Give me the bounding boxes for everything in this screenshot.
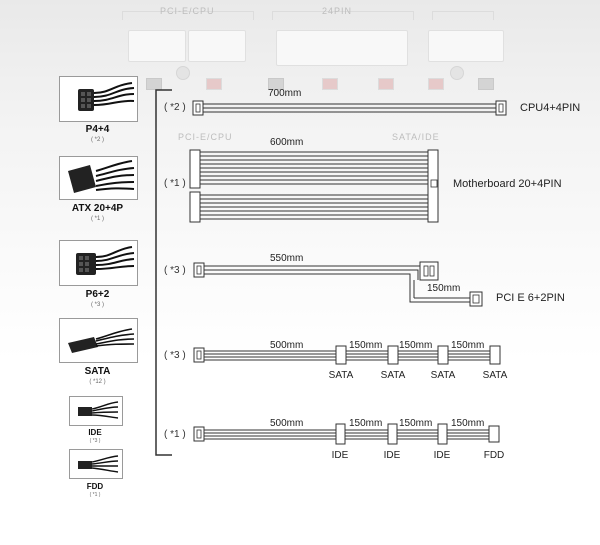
- panel-label-pcie-cpu-top: PCI-E/CPU: [160, 6, 215, 16]
- cable-quantity: ( *3 ): [164, 265, 186, 276]
- cable-ide-fdd: [193, 423, 500, 445]
- connector-end-label: SATA: [380, 370, 406, 381]
- connector-card-ide: [69, 396, 123, 426]
- panel-label-pcie-cpu-bottom: PCI-E/CPU: [178, 132, 233, 142]
- connector-end-label: IDE: [383, 450, 401, 461]
- cable-segment-length: 150mm: [399, 340, 433, 351]
- connector-end-label: IDE: [331, 450, 349, 461]
- connector-end-label: SATA: [482, 370, 508, 381]
- sata-connector-icon: [68, 328, 135, 353]
- cable-segment-length: 150mm: [399, 418, 433, 429]
- cable-quantity: ( *3 ): [164, 350, 186, 361]
- connector-count-p6-2: ( *3 ): [90, 302, 104, 308]
- cable-name: PCI E 6+2PIN: [496, 292, 565, 304]
- panel-socket: [128, 30, 186, 62]
- group-bracket: [155, 89, 172, 456]
- connector-count-sata: ( *12 ): [89, 379, 106, 385]
- screw-icon: [176, 66, 190, 80]
- p4-4-connector-icon: [78, 82, 135, 111]
- connector-title-p4-4: P4+4: [85, 124, 110, 135]
- connector-end-label: SATA: [328, 370, 354, 381]
- cable-quantity: ( *1 ): [164, 178, 186, 189]
- connector-end-label: FDD: [483, 450, 505, 461]
- connector-title-fdd: FDD: [86, 482, 104, 491]
- cable-length: 600mm: [270, 137, 304, 148]
- cable-segment-length: 150mm: [451, 418, 485, 429]
- connector-title-atx: ATX 20+4P: [71, 203, 124, 214]
- connector-count-p4-4: ( *2 ): [90, 137, 104, 143]
- panel-label-24pin: 24PIN: [322, 6, 353, 16]
- connector-title-sata: SATA: [84, 366, 111, 377]
- ide-connector-icon: [78, 401, 119, 419]
- cable-pcie-6-2: [193, 261, 483, 307]
- panel-socket: [188, 30, 246, 62]
- cable-sata: [193, 345, 501, 365]
- connector-end-label: SATA: [430, 370, 456, 381]
- connector-end-label: IDE: [433, 450, 451, 461]
- connector-count-ide: ( *3 ): [89, 438, 101, 444]
- connector-title-p6-2: P6+2: [85, 289, 110, 300]
- cable-length: 550mm: [270, 253, 304, 264]
- cable-branch-length: 150mm: [427, 283, 461, 294]
- cable-segment-length: 150mm: [349, 340, 383, 351]
- connector-card-sata: [59, 318, 138, 363]
- cable-quantity: ( *2 ): [164, 102, 186, 113]
- connector-title-ide: IDE: [88, 428, 102, 437]
- panel-socket: [276, 30, 408, 66]
- p6-2-connector-icon: [76, 246, 135, 275]
- cable-cpu-4-4: [192, 100, 507, 116]
- cable-motherboard-20-4: [189, 149, 439, 223]
- connector-count-fdd: ( *1 ): [89, 492, 101, 498]
- cable-segment-length: 150mm: [451, 340, 485, 351]
- panel-socket: [428, 30, 504, 62]
- connector-card-p6-2: [59, 240, 138, 286]
- connector-card-fdd: [69, 449, 123, 479]
- fdd-connector-icon: [78, 455, 119, 473]
- cable-length: 500mm: [270, 340, 304, 351]
- cable-name: CPU4+4PIN: [520, 102, 581, 114]
- cable-quantity: ( *1 ): [164, 429, 186, 440]
- connector-card-atx: [59, 156, 138, 200]
- cable-length: 700mm: [268, 88, 302, 99]
- cable-length: 500mm: [270, 418, 304, 429]
- connector-card-p4-4: [59, 76, 138, 122]
- panel-label-sata-ide: SATA/IDE: [392, 132, 440, 142]
- cable-segment-length: 150mm: [349, 418, 383, 429]
- atx-connector-icon: [68, 160, 135, 193]
- connector-count-atx: ( *1 ): [90, 216, 104, 222]
- cable-name: Motherboard 20+4PIN: [453, 178, 562, 190]
- screw-icon: [450, 66, 464, 80]
